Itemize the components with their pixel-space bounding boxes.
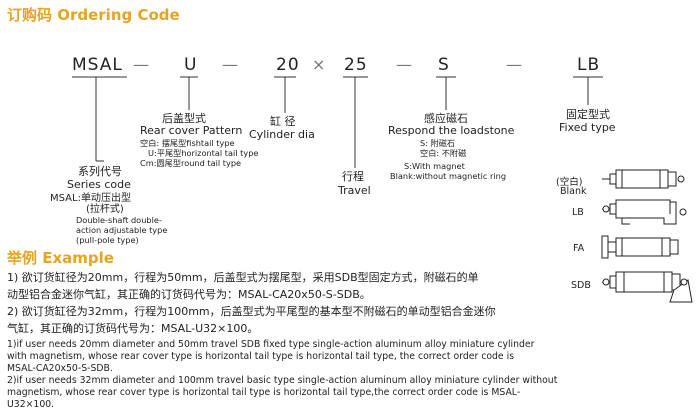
example-cn-line-4: 气缸，其正确的订货码代号为：MSAL-U32×100。 — [7, 322, 259, 335]
rear-option-3: Cm:圆尾型round tail type — [140, 158, 242, 168]
series-desc-5: (pull-pole type) — [76, 235, 139, 245]
cylinder-label-cn: 缸 径 — [270, 115, 296, 128]
cylinder-lb-drawing — [602, 199, 687, 225]
example-title: 举例 Example — [7, 249, 114, 267]
fixed-option-sdb: SDB — [571, 280, 591, 291]
series-desc-1: MSAL:单动压出型 — [50, 193, 131, 204]
series-label-cn: 系列代号 — [78, 165, 122, 178]
fixed-option-blank-name: Blank — [560, 186, 587, 197]
rear-option-2: U:平尾型horizontal tail type — [148, 148, 259, 158]
example-cn-line-2: 动型铝合金迷你气缸，其正确的订货码代号为：MSAL-CA20x50-S-SDB。 — [7, 288, 371, 301]
example-en-line-3: MSAL-CA20x50-S-SDB. — [7, 363, 113, 374]
fixed-option-blank-code: (空白) — [556, 177, 583, 188]
fixed-label-cn: 固定型式 — [566, 108, 610, 121]
fixed-option-lb: LB — [572, 207, 584, 218]
rear-label-en: Rear cover Pattern — [140, 124, 243, 137]
example-en-line-1: 1)if user needs 20mm diameter and 50mm t… — [7, 339, 535, 350]
code-part-travel: 25 — [344, 55, 368, 75]
series-desc-4: action adjustable type — [76, 225, 168, 235]
code-dash: — — [133, 55, 149, 74]
code-part-rear: U — [184, 55, 198, 75]
fixed-label-en: Fixed type — [559, 121, 616, 134]
example-cn-line-3: 2) 欲订货缸径为32mm，行程为100mm，后盖型式为平尾型的基本型不附磁石的… — [7, 305, 496, 318]
magnet-note-2: Blank:without magnetic ring — [390, 171, 507, 181]
ordering-code-title: 订购码 Ordering Code — [7, 6, 180, 24]
example-en-line-4: 2)if user needs 32mm diameter and 100mm … — [7, 375, 558, 386]
code-part-magnet: S — [438, 55, 450, 75]
rear-label-cn: 后盖型式 — [162, 112, 206, 125]
cylinder-sdb-drawing — [602, 271, 693, 303]
magnet-note-1: S:With magnet — [404, 161, 465, 171]
code-part-cylinder: 20 — [276, 55, 300, 75]
cylinder-blank-drawing — [602, 169, 685, 189]
code-part-series: MSAL — [72, 55, 123, 75]
code-part-fixed: LB — [577, 55, 601, 75]
magnet-label-en: Respond the loadstone — [388, 124, 515, 137]
magnet-option-2: 空白: 不附磁 — [420, 148, 467, 158]
series-label-en: Series code — [67, 178, 131, 191]
code-dash: — — [506, 55, 522, 74]
example-en-line-5: magnetism, whose rear cover type is hori… — [7, 387, 521, 398]
fixed-type-drawings — [601, 169, 693, 303]
example-en-line-6: U32×100. — [7, 399, 55, 410]
rear-option-1: 空白: 摆尾型fishtail type — [140, 138, 235, 148]
cylinder-fa-drawing — [601, 235, 679, 259]
code-times: × — [312, 55, 326, 74]
series-desc-3: Double-shaft double- — [76, 215, 162, 225]
code-dash: — — [222, 55, 238, 74]
code-dash: — — [396, 55, 412, 74]
connector-lines — [72, 76, 603, 168]
series-desc-2: (拉杆式) — [86, 204, 124, 215]
cylinder-label-en: Cylinder dia — [249, 128, 315, 141]
magnet-option-1: S: 附磁石 — [420, 138, 456, 148]
magnet-label-cn: 感应磁石 — [424, 112, 468, 125]
fixed-option-fa: FA — [573, 243, 585, 254]
travel-label-en: Travel — [338, 184, 371, 197]
travel-label-cn: 行程 — [342, 170, 364, 183]
example-en-line-2: with magnetism, whose rear cover type is… — [7, 351, 515, 362]
example-cn-line-1: 1) 欲订货缸径为20mm，行程为50mm，后盖型式为摆尾型，采用SDB型固定方… — [7, 271, 479, 284]
